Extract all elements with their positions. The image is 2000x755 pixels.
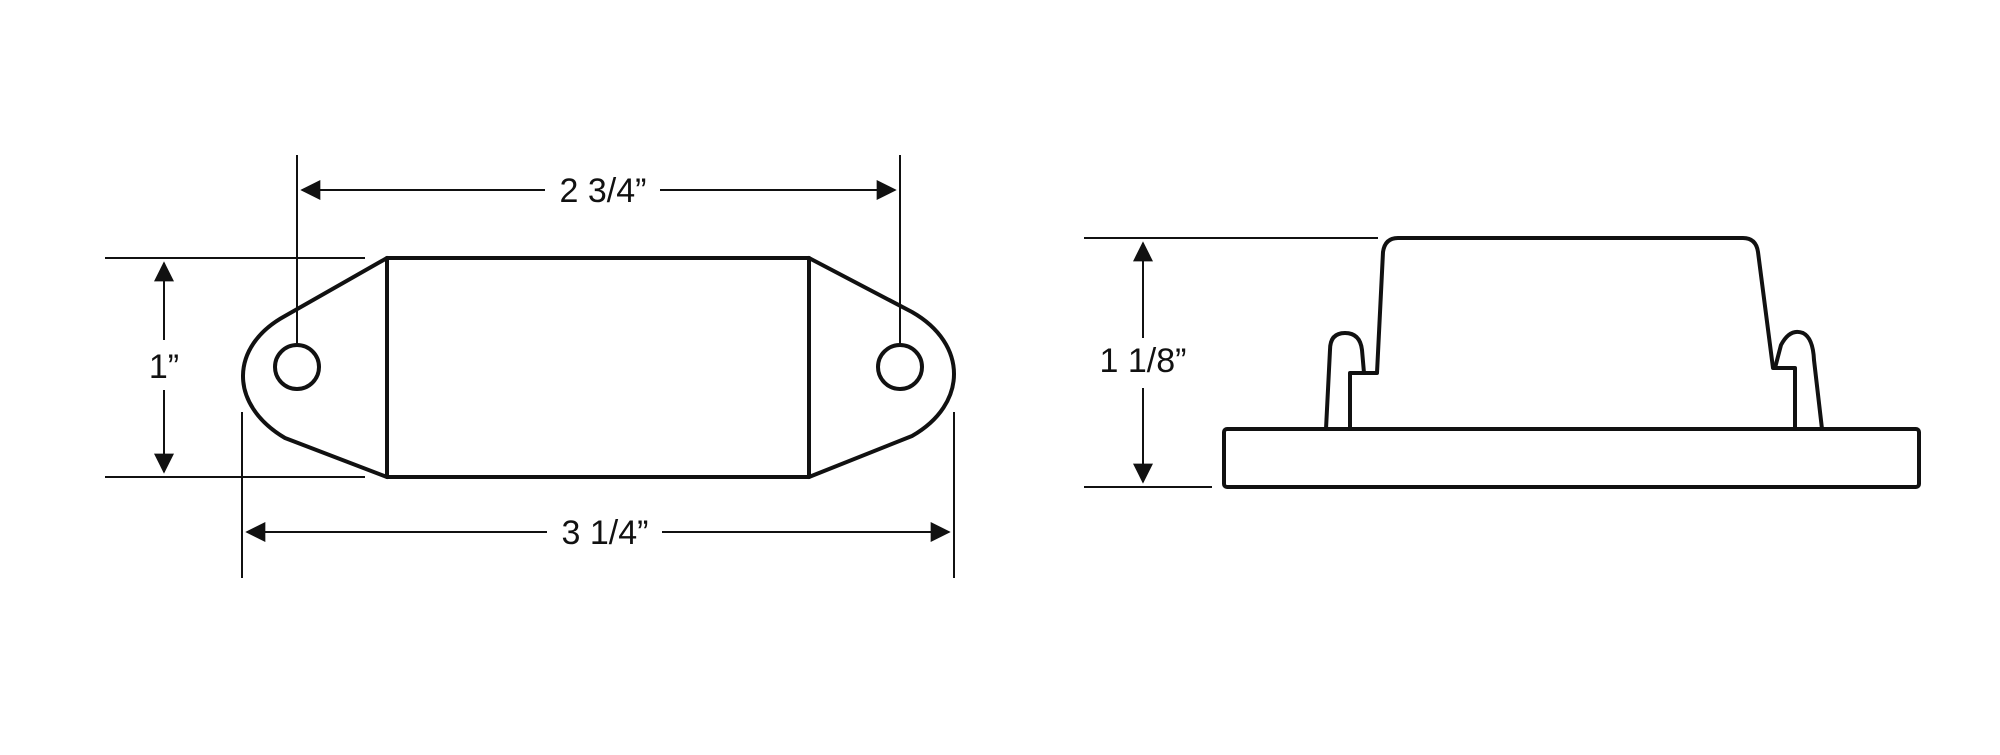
side-height-label: 1 1/8” [1100,342,1187,380]
base-plate [1222,427,1921,489]
left-mounting-hole [273,343,321,391]
height-label: 1” [149,348,179,386]
right-mounting-stud [1773,329,1824,431]
right-mounting-hole [876,343,924,391]
lens-body [385,256,811,479]
hole-spacing-label: 2 3/4” [560,172,647,210]
right-flange [807,256,956,479]
left-mounting-stud [1324,331,1366,431]
height-label-bg [140,340,188,390]
left-flange [241,256,389,479]
lens-dome [1348,236,1797,431]
top-view: 2 3/4” 1” 3 1/4” [105,155,956,578]
overall-length-label-bg [547,510,662,554]
side-height-label-bg [1090,338,1196,388]
side-view: 1 1/8” [1084,236,1921,489]
hole-spacing-label-bg [545,168,660,212]
overall-length-label: 3 1/4” [562,514,649,552]
